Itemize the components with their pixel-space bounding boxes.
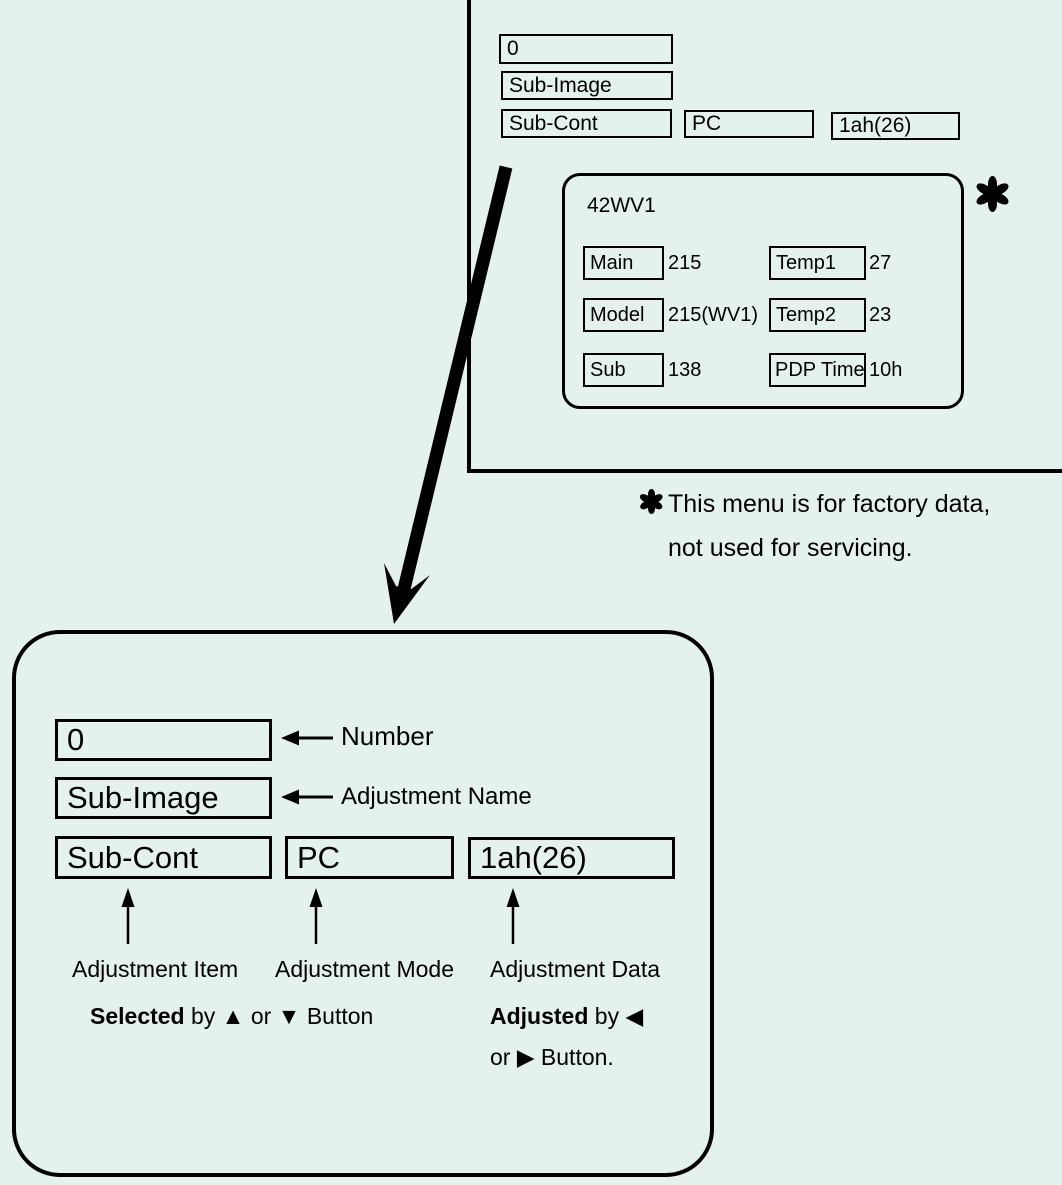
mag-adjustment-name-field: Sub-Image: [55, 777, 272, 819]
up-arrow-icon: [506, 888, 520, 944]
osd-adjustment-name-value: Sub-Image: [509, 73, 612, 97]
number-label: Number: [341, 721, 434, 751]
osd-adjustment-data-field: 1ah(26): [831, 112, 960, 140]
adjustment-data-label: Adjustment Data: [490, 956, 661, 982]
adjustment-mode-label: Adjustment Mode: [275, 956, 454, 982]
mag-adjustment-name-value: Sub-Image: [67, 780, 219, 815]
left-arrow-icon: [281, 789, 333, 805]
asterisk-icon: [974, 176, 1010, 212]
osd-number-value: 0: [507, 37, 519, 60]
factory-model-title: 42WV1: [587, 194, 656, 217]
factory-note-line2: not used for servicing.: [668, 534, 913, 562]
adjustment-item-label: Adjustment Item: [72, 956, 239, 982]
mag-adjustment-data-field: 1ah(26): [468, 837, 675, 879]
left-arrow-icon: [281, 730, 333, 746]
adjustment-name-label: Adjustment Name: [341, 783, 532, 810]
factory-temp2-field: Temp2: [769, 298, 866, 332]
osd-adjustment-name-field: Sub-Image: [501, 71, 673, 100]
osd-number-field: 0: [499, 34, 673, 64]
factory-temp2-label: Temp2: [776, 303, 837, 326]
osd-adjustment-mode-field: PC: [684, 110, 814, 138]
mag-adjustment-data-value: 1ah(26): [480, 840, 587, 875]
note-asterisk-icon: [639, 489, 664, 514]
factory-model-value: 215(WV1): [668, 303, 759, 326]
adjusted-note-line2: or ▶ Button.: [490, 1044, 614, 1070]
factory-temp2-value: 23: [869, 303, 892, 326]
factory-temp1-value: 27: [869, 251, 892, 274]
factory-pdp-time-value: 10h: [869, 358, 903, 381]
osd-adjustment-item-field: Sub-Cont: [501, 109, 672, 138]
mag-adjustment-item-value: Sub-Cont: [67, 839, 198, 875]
selected-note-rest: by ▲ or ▼ Button: [184, 1003, 374, 1029]
factory-model-field: Model: [583, 298, 664, 332]
factory-sub-field: Sub: [583, 353, 664, 387]
selected-note-bold: Selected: [90, 1003, 185, 1029]
factory-pdp-time-label: PDP Time: [775, 358, 865, 381]
up-arrow-icon: [121, 888, 135, 944]
factory-note: This menu is for factory data, not used …: [668, 482, 990, 570]
up-arrow-icon: [309, 888, 323, 944]
mag-adjustment-mode-field: PC: [285, 836, 454, 879]
factory-sub-value: 138: [668, 358, 702, 381]
adjusted-note-line1: Adjusted by ◀: [490, 1003, 643, 1030]
mag-adjustment-mode-value: PC: [297, 839, 341, 875]
selected-note: Selected by ▲ or ▼ Button: [90, 1003, 373, 1030]
factory-pdp-time-field: PDP Time: [769, 353, 866, 387]
osd-adjustment-data-value: 1ah(26): [839, 114, 912, 137]
osd-screen-frame: [467, 0, 1062, 473]
factory-main-value: 215: [668, 251, 702, 274]
magnified-screen-frame: [12, 630, 714, 1177]
factory-main-field: Main: [583, 246, 664, 280]
factory-temp1-field: Temp1: [769, 246, 866, 280]
mag-number-field: 0: [55, 719, 272, 761]
mag-adjustment-item-field: Sub-Cont: [55, 836, 272, 879]
factory-data-panel: 42WV1 Main 215 Model 215(WV1) Sub 138 Te…: [562, 173, 964, 409]
factory-sub-label: Sub: [590, 358, 626, 381]
adjusted-note-bold: Adjusted: [490, 1003, 589, 1029]
adjusted-note-rest: by ◀: [588, 1003, 644, 1029]
osd-adjustment-mode-value: PC: [692, 112, 722, 135]
factory-temp1-label: Temp1: [776, 251, 837, 274]
mag-number-value: 0: [67, 722, 85, 757]
factory-main-label: Main: [590, 251, 634, 274]
osd-adjustment-item-value: Sub-Cont: [509, 111, 598, 135]
factory-model-label: Model: [590, 303, 645, 326]
factory-note-line1: This menu is for factory data,: [668, 490, 991, 518]
